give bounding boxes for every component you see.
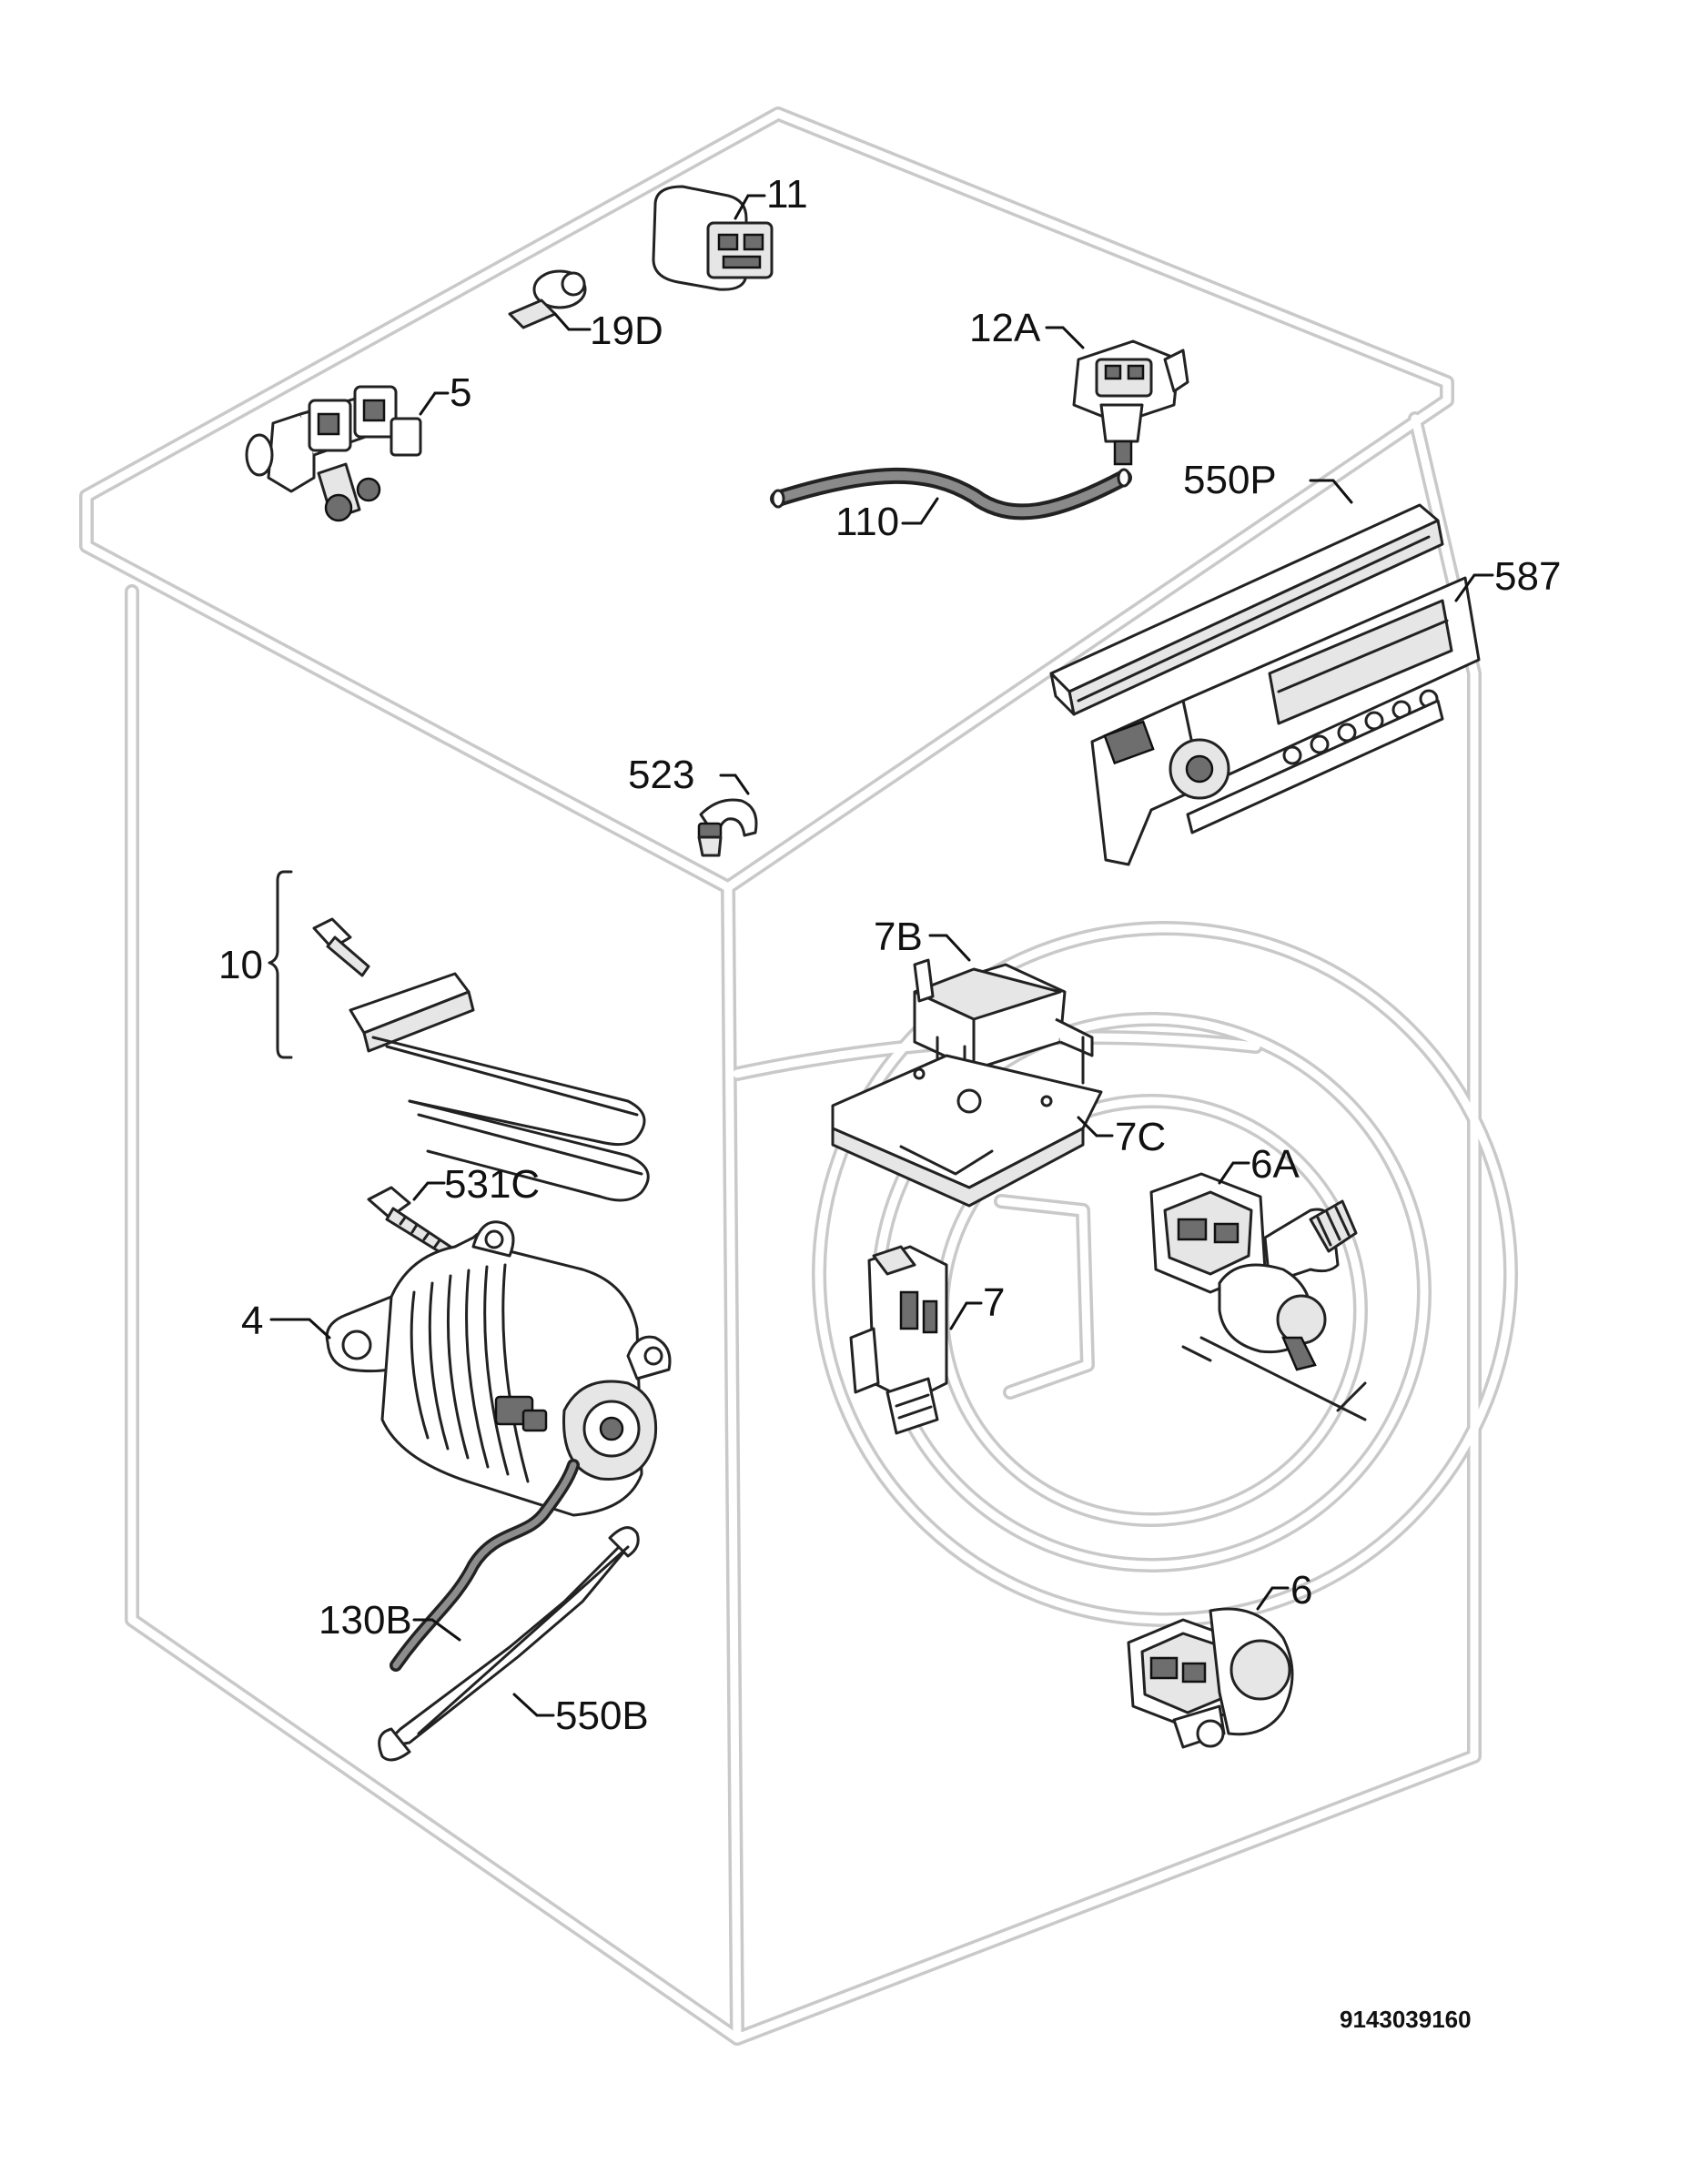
part-19D-grommet bbox=[508, 269, 587, 329]
callout-7: 7 bbox=[983, 1280, 1005, 1325]
part-550P-panel-rail bbox=[1049, 503, 1444, 716]
leader-7 bbox=[949, 1301, 983, 1330]
callout-130B: 130B bbox=[319, 1598, 412, 1643]
part-10-heating-element bbox=[312, 917, 650, 1202]
leader-130B bbox=[412, 1618, 461, 1642]
callout-523: 523 bbox=[628, 753, 694, 797]
callout-550P: 550P bbox=[1183, 458, 1277, 502]
part-12A-pressure-switch bbox=[1072, 339, 1189, 466]
cabinet-outline bbox=[79, 106, 1518, 2046]
part-130B-gasket bbox=[390, 1459, 580, 1672]
leader-5 bbox=[419, 391, 450, 416]
leader-12A bbox=[1045, 326, 1085, 349]
leader-19D bbox=[553, 312, 592, 331]
leader-523 bbox=[719, 774, 750, 795]
part-7C-plate bbox=[831, 1054, 1103, 1208]
leader-550P bbox=[1309, 479, 1353, 504]
callout-587: 587 bbox=[1494, 554, 1561, 599]
callout-4: 4 bbox=[241, 1299, 263, 1343]
part-531C-screw bbox=[367, 1186, 452, 1258]
callout-19D: 19D bbox=[590, 308, 663, 353]
part-6A-circulation-pump bbox=[1149, 1172, 1367, 1421]
callout-550B: 550B bbox=[555, 1694, 649, 1738]
part-4-motor bbox=[325, 1220, 672, 1517]
callout-12A: 12A bbox=[969, 306, 1041, 350]
heater-bolt bbox=[312, 917, 370, 977]
leader-531C bbox=[412, 1181, 446, 1201]
callout-7B: 7B bbox=[874, 915, 923, 959]
callout-11: 11 bbox=[766, 172, 808, 217]
leader-11 bbox=[734, 194, 766, 220]
callout-6: 6 bbox=[1290, 1568, 1312, 1613]
leader-6A bbox=[1218, 1161, 1250, 1185]
bracket-10 bbox=[268, 870, 293, 1059]
part-550B-bracket bbox=[378, 1526, 640, 1762]
callout-7C: 7C bbox=[1115, 1115, 1166, 1159]
motor-windings bbox=[410, 1263, 530, 1483]
leader-4 bbox=[269, 1318, 331, 1340]
callout-5: 5 bbox=[450, 370, 471, 415]
callout-110: 110 bbox=[835, 500, 899, 544]
drawing-number: 9143039160 bbox=[1340, 2006, 1472, 2033]
leader-110 bbox=[901, 497, 939, 525]
part-7-door-interlock bbox=[849, 1245, 948, 1435]
part-523-clip bbox=[697, 798, 758, 857]
leader-550B bbox=[512, 1693, 555, 1717]
leader-6 bbox=[1256, 1586, 1290, 1611]
leader-7B bbox=[928, 934, 971, 962]
part-110-hose bbox=[770, 467, 1132, 521]
part-7B-actuator bbox=[913, 958, 1094, 1085]
part-5-inlet-valve bbox=[245, 385, 422, 522]
leader-587 bbox=[1454, 573, 1494, 602]
callout-6A: 6A bbox=[1250, 1142, 1300, 1187]
part-587-control-module bbox=[1090, 576, 1481, 866]
leader-7C bbox=[1077, 1116, 1114, 1138]
callout-10: 10 bbox=[218, 943, 263, 987]
part-11-suppressor bbox=[652, 185, 774, 291]
callout-531C: 531C bbox=[444, 1162, 540, 1207]
part-6-drain-pump bbox=[1127, 1607, 1294, 1749]
